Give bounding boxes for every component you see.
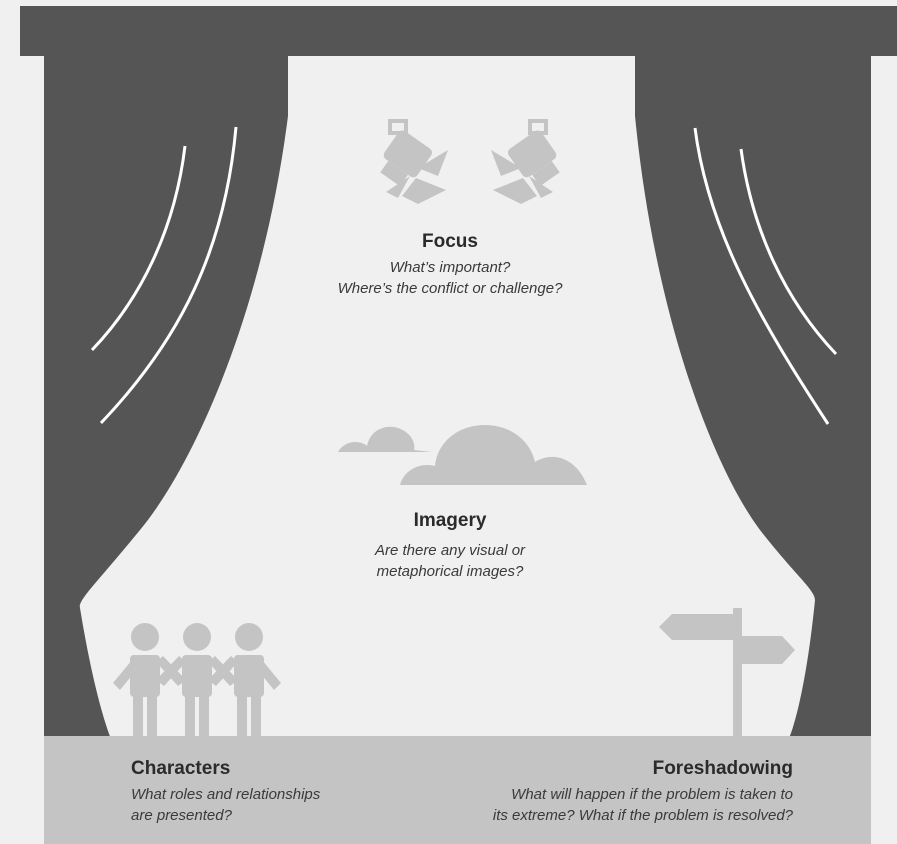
imagery-question: Are there any visual or metaphorical ima…	[330, 540, 570, 582]
people-icon	[113, 623, 281, 736]
characters-question: What roles and relationships are present…	[131, 784, 391, 826]
foreshadowing-question: What will happen if the problem is taken…	[443, 784, 793, 826]
curtain-fold-lines	[90, 126, 838, 425]
left-curtain	[44, 56, 288, 736]
clouds-icon	[338, 425, 587, 485]
spotlight-icon	[491, 119, 560, 204]
characters-title: Characters	[131, 758, 231, 779]
focus-line-1: What’s important?	[389, 259, 511, 276]
focus-question: What’s important? Where’s the conflict o…	[300, 257, 600, 299]
signpost-icon	[659, 608, 795, 736]
stage-floor	[44, 736, 871, 844]
foreshadowing-title: Foreshadowing	[652, 758, 793, 779]
imagery-line-1: Are there any visual or	[374, 542, 526, 559]
characters-line-2: are presented?	[131, 807, 232, 824]
right-curtain	[635, 56, 871, 736]
characters-line-1: What roles and relationships	[131, 786, 321, 803]
focus-title: Focus	[422, 231, 478, 252]
curtain-valance	[20, 6, 897, 56]
imagery-line-2: metaphorical images?	[376, 563, 524, 580]
spotlight-icon	[380, 119, 448, 204]
imagery-title: Imagery	[413, 510, 487, 531]
foreshadowing-line-1: What will happen if the problem is taken…	[511, 786, 793, 803]
focus-line-2: Where’s the conflict or challenge?	[337, 280, 563, 297]
foreshadowing-line-2: its extreme? What if the problem is reso…	[492, 807, 793, 824]
